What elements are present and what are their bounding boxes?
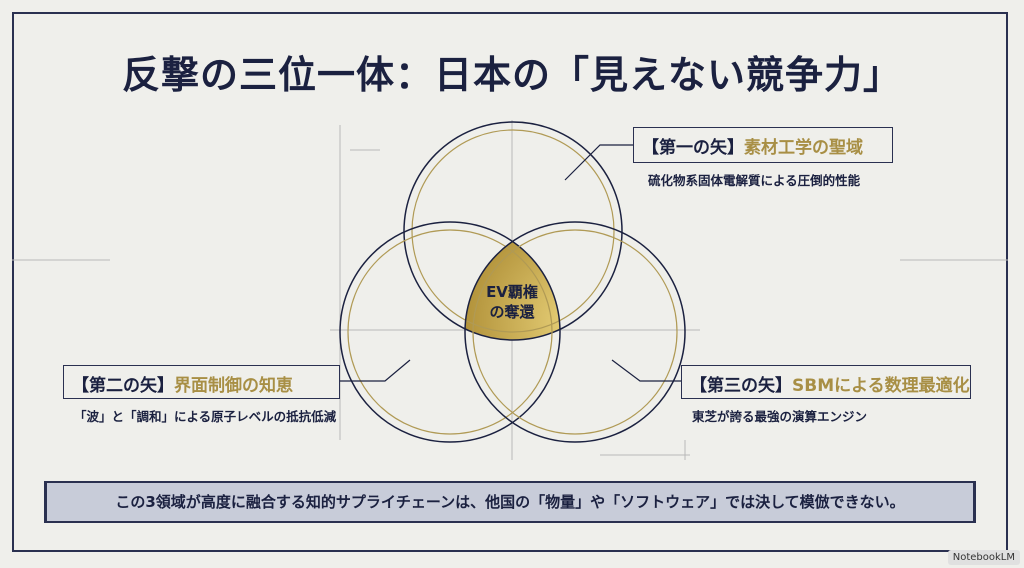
circle-first-arrow (403, 121, 623, 341)
callout-value: 界面制御の知恵 (174, 376, 293, 396)
circle-third-arrow (464, 221, 686, 443)
center-intersection (465, 222, 560, 340)
callout-description: 東芝が誇る最強の演算エンジン (692, 409, 868, 424)
center-label-line1: EV覇権 (486, 283, 538, 301)
circle-second-arrow (339, 221, 561, 443)
callout-description: 「波」と「調和」による原子レベルの抵抗低減 (74, 409, 337, 424)
center-label-line2: の奪還 (489, 303, 535, 321)
callout-key: 【第三の矢】 (690, 376, 792, 396)
callout-first-arrow: 【第一の矢】素材工学の聖域 (633, 127, 893, 163)
callout-key: 【第二の矢】 (72, 376, 174, 396)
outer-frame (12, 12, 1008, 552)
leader-lines (340, 144, 681, 382)
callout-key: 【第一の矢】 (642, 138, 744, 158)
callout-value: SBMによる数理最適化 (792, 376, 970, 396)
summary-banner: この3領域が高度に融合する知的サプライチェーンは、他国の「物量」や「ソフトウェア… (44, 481, 976, 523)
notebooklm-watermark: NotebookLM (947, 550, 1020, 565)
callout-description: 硫化物系固体電解質による圧倒的性能 (648, 173, 861, 188)
callout-third-arrow: 【第三の矢】SBMによる数理最適化 (681, 365, 971, 399)
callout-value: 素材工学の聖域 (744, 138, 863, 158)
callout-second-arrow: 【第二の矢】界面制御の知恵 (63, 365, 340, 399)
center-label: EV覇権 の奪還 (462, 282, 562, 322)
page-title: 反撃の三位一体：日本の「見えない競争力」 (121, 53, 902, 97)
